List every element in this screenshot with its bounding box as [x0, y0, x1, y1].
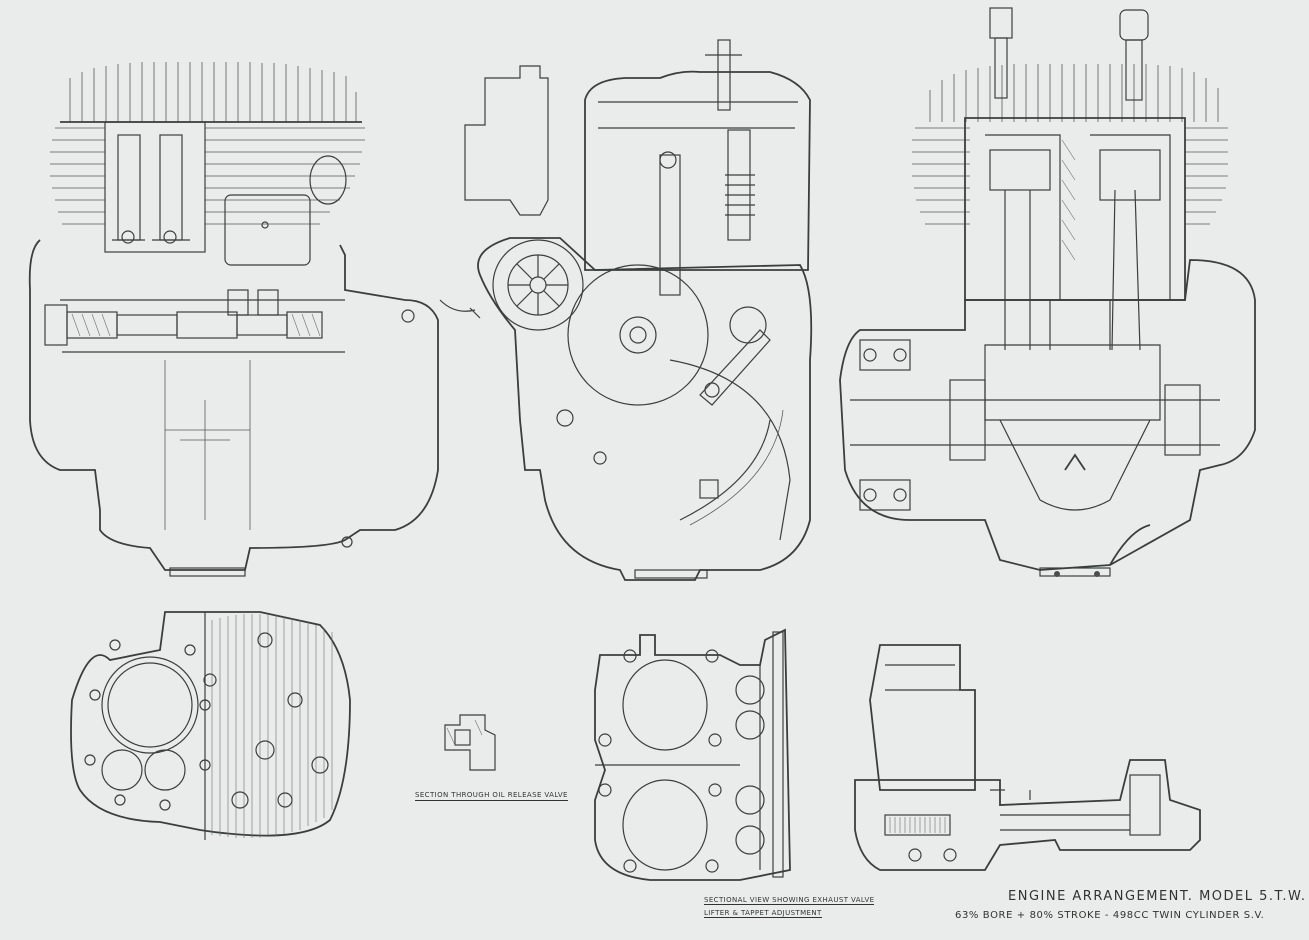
- magneto: [464, 65, 549, 216]
- timing-cover: [477, 237, 813, 581]
- exhaust-valve-caption-line2: LIFTER & TAPPET ADJUSTMENT: [704, 909, 822, 918]
- valve-stem: [659, 39, 755, 296]
- plan-studs: [84, 632, 329, 811]
- oil-valve-caption: SECTION THROUGH OIL RELEASE VALVE: [415, 791, 568, 801]
- head-fins: [69, 62, 357, 122]
- right-head-fins: [912, 64, 1228, 225]
- side-section-view: [439, 39, 813, 581]
- valve-gear: [104, 121, 347, 266]
- exhaust-valve-caption-line1: SECTIONAL VIEW SHOWING EXHAUST VALVE: [704, 896, 875, 905]
- cross-section-view: [839, 7, 1256, 577]
- drawing-title: ENGINE ARRANGEMENT. MODEL 5.T.W.: [1008, 889, 1307, 904]
- plan-bores: [101, 656, 199, 791]
- right-crankcase: [839, 259, 1256, 571]
- piston-rods: [989, 149, 1161, 351]
- exhaust-lifter: [699, 306, 771, 406]
- spoked-gear: [492, 239, 584, 331]
- barrel-fins: [50, 127, 365, 225]
- plan-view: [70, 611, 351, 840]
- spark-plugs: [989, 7, 1149, 101]
- magneto-plan-view: [854, 644, 1201, 871]
- plan-fins: [211, 614, 333, 838]
- drawing-subtitle: 63% BORE + 80% STROKE - 498cc TWIN CYLIN…: [955, 910, 1265, 921]
- camshaft: [44, 289, 323, 346]
- front-elevation-view: [28, 62, 439, 577]
- crankcase-outline: [28, 239, 439, 571]
- oil-release-valve-detail: [444, 714, 496, 771]
- timing-gear: [567, 264, 709, 406]
- bearings: [850, 339, 1220, 511]
- valve-section-view: [594, 628, 791, 881]
